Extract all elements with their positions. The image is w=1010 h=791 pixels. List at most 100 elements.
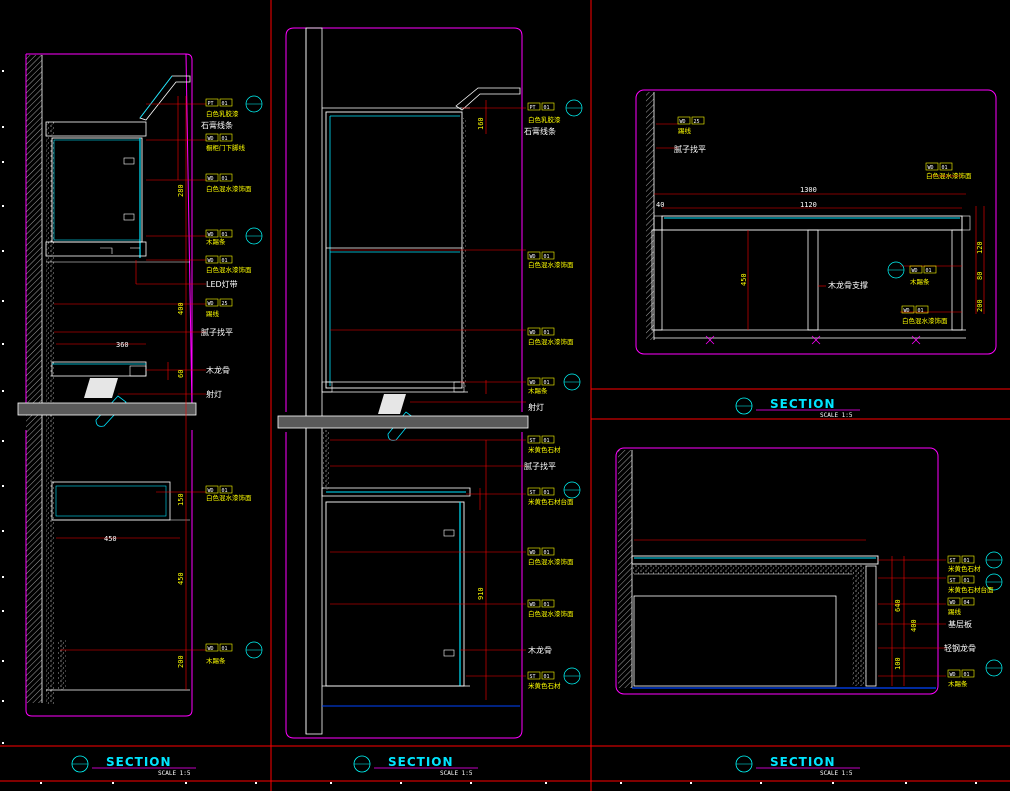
callout-v4-wd01: WD 01 木踢条 bbox=[947, 659, 1003, 688]
dim-400: 400 bbox=[177, 302, 185, 315]
svg-text:WD: WD bbox=[208, 176, 214, 182]
svg-text:木踢条: 木踢条 bbox=[206, 237, 226, 246]
sheet-ticks bbox=[2, 70, 977, 784]
svg-text:白色混水漆饰面: 白色混水漆饰面 bbox=[528, 557, 574, 566]
callout-v2-wd01-b: WD 01 白色混水漆饰面 bbox=[527, 327, 574, 346]
section-view-1 bbox=[17, 53, 206, 717]
label-wood-keel-2: 木龙骨 bbox=[528, 645, 552, 655]
svg-text:米黄色石材: 米黄色石材 bbox=[528, 681, 561, 690]
svg-text:WD: WD bbox=[208, 232, 214, 238]
svg-text:白色混水漆饰面: 白色混水漆饰面 bbox=[528, 609, 574, 618]
svg-text:01: 01 bbox=[222, 488, 228, 494]
callout-v3-wd01-c: WD 01 白色混水漆饰面 bbox=[901, 305, 948, 325]
svg-text:WD: WD bbox=[208, 646, 214, 652]
svg-text:01: 01 bbox=[942, 165, 948, 171]
callout-v2-st01-c: ST 01 米黄色石材 bbox=[527, 667, 581, 690]
svg-text:踢线: 踢线 bbox=[948, 607, 962, 616]
dim-60: 60 bbox=[177, 370, 185, 378]
svg-text:WD: WD bbox=[530, 602, 536, 608]
svg-text:白色混水漆饰面: 白色混水漆饰面 bbox=[926, 171, 972, 180]
dimension-texts: 360 450 400 280 150 450 200 60 910 160 1… bbox=[104, 117, 984, 670]
callouts-view-3: WD 25 踢线 腻子找平 WD 01 白色混水漆饰面 木龙骨支撑 WD 01 … bbox=[674, 116, 972, 325]
dim-40: 40 bbox=[656, 201, 664, 209]
svg-text:WD: WD bbox=[928, 165, 934, 171]
label-led-strip: LED灯带 bbox=[206, 279, 238, 289]
section-title-3: SECTION bbox=[770, 397, 836, 411]
svg-text:木踢条: 木踢条 bbox=[206, 656, 226, 665]
svg-text:白色混水漆饰面: 白色混水漆饰面 bbox=[206, 184, 252, 193]
svg-text:石膏线条: 石膏线条 bbox=[201, 120, 233, 130]
callout-v2-wd01-c: WD 01 木踢条 bbox=[527, 373, 581, 395]
section-title-2: SECTION bbox=[388, 755, 454, 769]
section-view-2 bbox=[277, 27, 529, 739]
svg-text:白色混水漆饰面: 白色混水漆饰面 bbox=[206, 493, 252, 502]
svg-text:WD: WD bbox=[680, 119, 686, 125]
callout-wd01-a: WD 01 橱柜门下脚线 bbox=[205, 133, 246, 152]
svg-text:WD: WD bbox=[530, 254, 536, 260]
svg-text:ST: ST bbox=[950, 578, 956, 584]
svg-text:石膏线条: 石膏线条 bbox=[524, 126, 556, 136]
svg-text:木踢条: 木踢条 bbox=[910, 277, 930, 286]
dim-1120: 1120 bbox=[800, 201, 817, 209]
svg-text:01: 01 bbox=[222, 101, 228, 107]
callouts-view-1: PT 01 白色乳胶漆 石膏线条 WD 01 橱柜门下脚线 WD 01 白色混水… bbox=[201, 95, 263, 665]
callout-v2-wd01-e: WD 01 白色混水漆饰面 bbox=[527, 599, 574, 618]
svg-text:白色混水漆饰面: 白色混水漆饰面 bbox=[528, 260, 574, 269]
svg-text:01: 01 bbox=[222, 232, 228, 238]
svg-text:01: 01 bbox=[544, 602, 550, 608]
svg-text:米黄色石材: 米黄色石材 bbox=[948, 564, 981, 573]
callout-v3-wd01-a: WD 01 白色混水漆饰面 bbox=[925, 162, 972, 180]
svg-text:白色混水漆饰面: 白色混水漆饰面 bbox=[206, 265, 252, 274]
scale-text-3: SCALE 1:5 bbox=[820, 412, 853, 419]
svg-text:01: 01 bbox=[964, 672, 970, 678]
spotlight-fixture-1 bbox=[84, 378, 118, 398]
svg-text:PT: PT bbox=[530, 105, 536, 111]
break-bar-1 bbox=[17, 402, 197, 416]
dim-280: 280 bbox=[177, 184, 185, 197]
scale-text-4: SCALE 1:5 bbox=[820, 770, 853, 777]
label-putty-2: 腻子找平 bbox=[524, 461, 556, 471]
dim-450-v3: 450 bbox=[740, 273, 748, 286]
callout-wd25: WD 25 踢线 bbox=[205, 298, 233, 318]
svg-text:ST: ST bbox=[530, 674, 536, 680]
svg-text:WD: WD bbox=[530, 380, 536, 386]
dim-80: 80 bbox=[976, 272, 984, 280]
svg-text:01: 01 bbox=[544, 490, 550, 496]
section-view-3 bbox=[635, 89, 997, 355]
svg-text:01: 01 bbox=[918, 308, 924, 314]
svg-text:01: 01 bbox=[964, 578, 970, 584]
callout-pt01: PT 01 白色乳胶漆 石膏线条 bbox=[201, 95, 263, 130]
section-title-4: SECTION bbox=[770, 755, 836, 769]
svg-text:01: 01 bbox=[222, 646, 228, 652]
svg-text:WD: WD bbox=[950, 672, 956, 678]
svg-text:01: 01 bbox=[544, 254, 550, 260]
svg-text:01: 01 bbox=[544, 105, 550, 111]
svg-text:WD: WD bbox=[208, 488, 214, 494]
dim-450-v1b: 450 bbox=[177, 572, 185, 585]
svg-text:WD: WD bbox=[950, 600, 956, 606]
dim-360: 360 bbox=[116, 341, 129, 349]
svg-text:WD: WD bbox=[904, 308, 910, 314]
callout-v4-st01-a: ST 01 米黄色石材 bbox=[947, 551, 1003, 573]
title-block-4: SECTION SCALE 1:5 bbox=[735, 755, 860, 777]
callout-v2-wd01-d: WD 01 白色混水漆饰面 bbox=[527, 547, 574, 566]
spotlight-fixture-2 bbox=[378, 394, 406, 414]
section-title-1: SECTION bbox=[106, 755, 172, 769]
svg-text:01: 01 bbox=[222, 136, 228, 142]
label-spotlight-1: 射灯 bbox=[206, 389, 222, 399]
svg-text:米黄色石材台面: 米黄色石材台面 bbox=[528, 497, 574, 506]
callout-v4-wd04: WD 04 踢线 bbox=[947, 597, 975, 616]
label-putty-1: 腻子找平 bbox=[201, 327, 233, 337]
svg-text:01: 01 bbox=[544, 330, 550, 336]
svg-text:白色乳胶漆: 白色乳胶漆 bbox=[528, 115, 561, 124]
scale-text-2: SCALE 1:5 bbox=[440, 770, 473, 777]
callout-v2-wd01-a: WD 01 白色混水漆饰面 bbox=[527, 251, 574, 269]
callout-wd01-d: WD 01 白色混水漆饰面 bbox=[205, 255, 252, 274]
svg-text:ST: ST bbox=[950, 558, 956, 564]
svg-text:踢线: 踢线 bbox=[678, 126, 692, 135]
svg-text:踢线: 踢线 bbox=[206, 309, 220, 318]
svg-text:WD: WD bbox=[912, 268, 918, 274]
svg-text:ST: ST bbox=[530, 490, 536, 496]
callout-v4-st01-b: ST 01 米黄色石材台面 bbox=[947, 573, 1003, 594]
